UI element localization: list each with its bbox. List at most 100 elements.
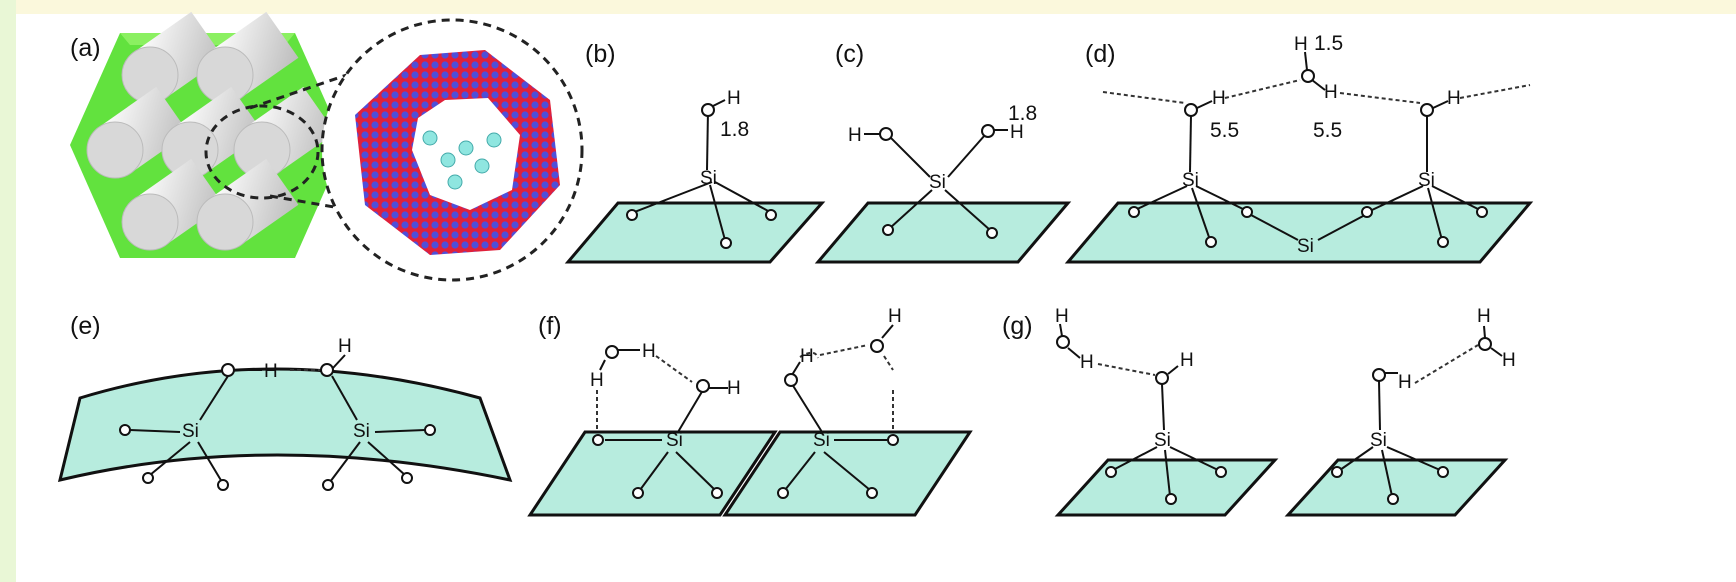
hydrogen-label: H <box>1477 306 1491 327</box>
oxygen-atom <box>981 124 995 138</box>
oxygen-atom <box>322 479 334 491</box>
oxygen-atom <box>887 434 899 446</box>
oxygen-atom <box>1184 103 1198 117</box>
oxygen-atom <box>1205 236 1217 248</box>
hydrogen-label: H <box>727 378 741 399</box>
bond <box>784 451 816 491</box>
bond <box>631 181 713 214</box>
oxygen-atom <box>217 479 229 491</box>
top-border <box>0 0 1736 14</box>
hydrogen-label: H <box>848 125 862 146</box>
silicon-label: Si <box>1370 430 1387 451</box>
molecule-cyan <box>422 130 438 146</box>
bond <box>129 429 181 433</box>
oxygen-atom <box>866 487 878 499</box>
bond <box>149 441 191 476</box>
panel-a: (a) <box>70 11 584 282</box>
silica-surface <box>1064 201 1534 264</box>
silicon-label: Si <box>813 430 830 451</box>
bond <box>1381 449 1393 497</box>
silica-surface <box>1284 458 1509 517</box>
bond <box>887 134 931 178</box>
oxygen-atom <box>701 103 715 117</box>
hydrogen-label: H <box>590 370 604 391</box>
oxygen-atom <box>784 373 798 387</box>
oxygen-atom <box>320 363 334 377</box>
hydrogen-bond <box>655 355 693 383</box>
oxygen-atom <box>1105 466 1117 478</box>
oxygen-atom <box>1215 466 1227 478</box>
oxygen-atom <box>424 424 436 436</box>
silicon-label: Si <box>1297 236 1314 257</box>
molecule-cyan <box>440 152 456 168</box>
distance-label: 5.5 <box>1210 119 1239 142</box>
hydrogen-label: H <box>1447 88 1461 109</box>
bond <box>1378 380 1381 431</box>
oxygen-atom <box>1301 69 1315 83</box>
bond <box>1386 446 1441 471</box>
oxygen-atom <box>711 487 723 499</box>
bond <box>1304 51 1308 71</box>
oxygen-atom <box>1361 206 1373 218</box>
panel-a-label: (a) <box>70 34 101 62</box>
panel-d: (d) H 1.5 H H Si Si H Si <box>1064 32 1534 264</box>
panel-c: (c) Si H H 1.8 <box>814 40 1072 264</box>
silicon-label: Si <box>666 430 683 451</box>
bond <box>1195 185 1246 211</box>
hydrogen-label: H <box>1010 122 1024 143</box>
oxygen-atom <box>592 434 604 446</box>
bond <box>329 441 361 483</box>
silicon-label: Si <box>1154 430 1171 451</box>
bond <box>1311 79 1326 91</box>
bond <box>675 451 716 491</box>
oxygen-atom <box>1128 206 1140 218</box>
oxygen-atom <box>879 127 893 141</box>
molecule-cyan <box>474 158 490 174</box>
panel-b: (b) Si H 1.8 <box>564 40 826 264</box>
bond <box>199 375 229 421</box>
silicon-label: Si <box>929 172 946 193</box>
oxygen-atom <box>632 487 644 499</box>
bond <box>1371 185 1424 211</box>
oxygen-atom <box>777 487 789 499</box>
panel-b-label: (b) <box>585 40 616 68</box>
hydrogen-label: H <box>1212 88 1226 109</box>
bond <box>889 189 933 229</box>
oxygen-atom <box>882 224 894 236</box>
pore-zoom-circle <box>320 18 584 282</box>
hydrogen-label: H <box>1324 82 1338 103</box>
hydrogen-label: H <box>1080 352 1094 373</box>
oxygen-atom <box>765 209 777 221</box>
molecule-cyan <box>447 174 463 190</box>
silica-surface <box>564 201 826 264</box>
bond <box>791 383 823 433</box>
distance-label: 5.5 <box>1313 119 1342 142</box>
bond <box>712 99 726 107</box>
bond <box>709 184 726 241</box>
bond <box>1161 383 1165 431</box>
bond <box>374 429 426 433</box>
bond <box>1169 446 1219 471</box>
oxygen-atom <box>1476 206 1488 218</box>
oxygen-atom <box>142 472 154 484</box>
oxygen-atom <box>605 345 619 359</box>
bond <box>1317 214 1366 241</box>
mesopore-cylinders <box>86 11 336 251</box>
oxygen-atom <box>119 424 131 436</box>
bond <box>823 451 871 491</box>
bond <box>947 134 986 178</box>
bond <box>1059 323 1063 337</box>
hydrogen-label: H <box>264 361 278 382</box>
panel-e: (e) H H Si Si <box>57 312 513 491</box>
distance-label: 1.5 <box>1314 32 1343 55</box>
bond <box>1427 187 1443 241</box>
bond <box>1432 100 1449 109</box>
hydrogen-bond <box>1102 91 1186 104</box>
bond <box>1112 446 1158 471</box>
hydrogen-bond <box>1414 344 1479 384</box>
bond <box>1164 449 1171 497</box>
bond <box>331 375 358 421</box>
bond <box>1250 214 1299 241</box>
zoom-line-bottom <box>269 194 341 210</box>
bond <box>1431 185 1481 211</box>
